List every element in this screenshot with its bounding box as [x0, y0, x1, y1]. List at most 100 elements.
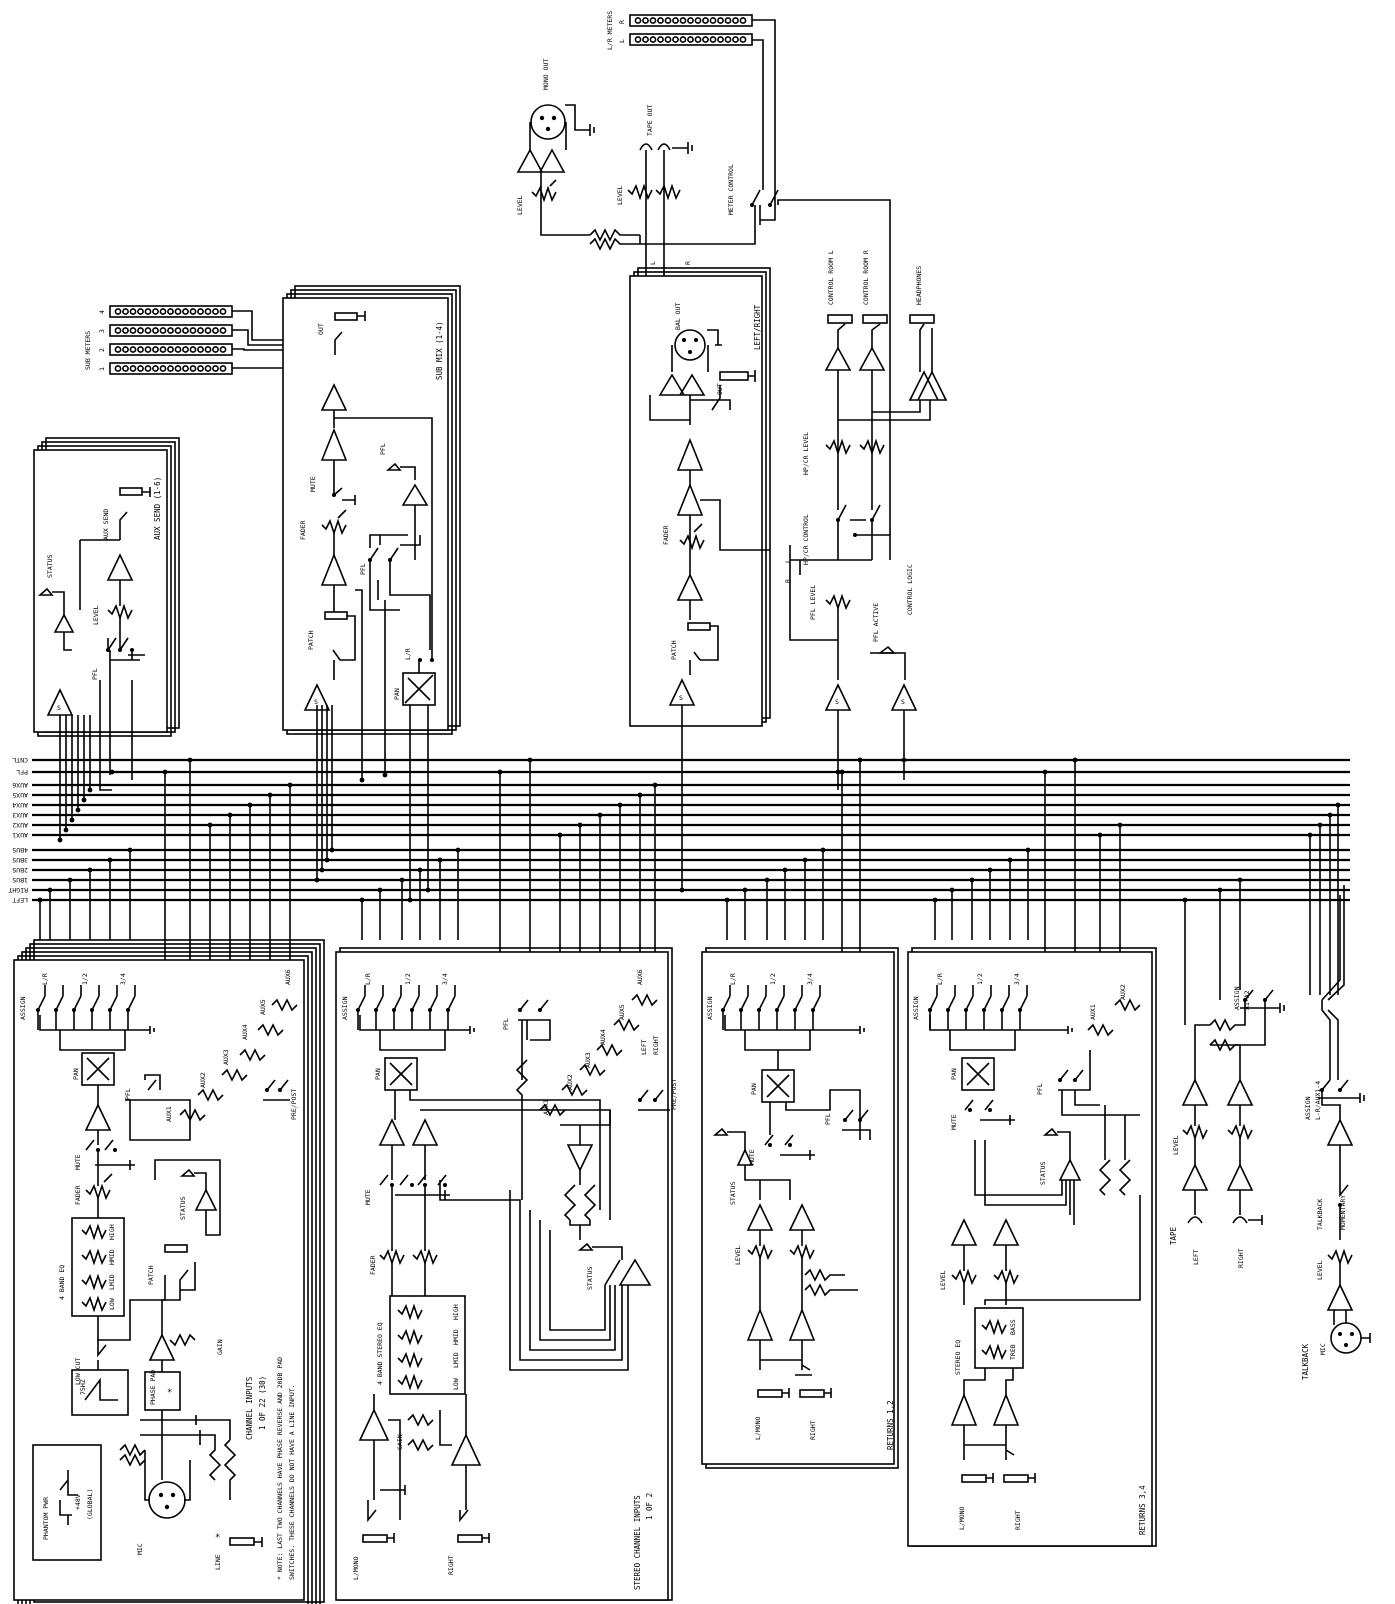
- sub-summing-s: S: [314, 698, 318, 706]
- ch-status-label: STATUS: [179, 1196, 187, 1220]
- assign-switch-blade: [1019, 995, 1028, 1011]
- bus-junction-dot: [1217, 887, 1223, 893]
- sub-patch-label: PATCH: [307, 630, 315, 650]
- ch-mute-label: MUTE: [74, 1154, 82, 1170]
- r12-right-jack-icon: [799, 1389, 825, 1398]
- st-assign-label: ASSIGN: [341, 996, 349, 1020]
- r12-title: RETURNS 1,2: [886, 1400, 895, 1450]
- st-b34-label: 3/4: [441, 973, 449, 985]
- meter-led: [152, 308, 159, 315]
- st-eq-pots-icon: [397, 1303, 423, 1391]
- meter-led: [174, 308, 182, 315]
- r12-lmono-jack-icon: [757, 1389, 783, 1398]
- meter-led: [159, 346, 167, 353]
- st-right-s-label: RIGHT: [652, 1035, 660, 1055]
- meter-led: [189, 365, 197, 372]
- tb-mic-label: MIC: [1319, 1343, 1327, 1355]
- meter-led: [129, 346, 137, 353]
- assign-switch-blade: [776, 995, 785, 1011]
- tb-lr-aux-label: L-R/AUX1-4: [1314, 1081, 1322, 1120]
- bus-junction-dot: [1317, 822, 1323, 828]
- bus-junction-dot: [417, 867, 423, 873]
- ch-assign-switches: [36, 985, 136, 1030]
- ch-aux5-label: AUX5: [259, 999, 267, 1015]
- assign-switch-blade: [357, 995, 366, 1011]
- sub-meters-label: SUB METERS: [84, 331, 92, 370]
- bus-label-1bus: 1BUS: [12, 876, 28, 884]
- top-r-label: R: [684, 261, 692, 265]
- tb-momentary-label: MOMENTARY: [1339, 1195, 1347, 1230]
- r34-b12-label: 1/2: [976, 973, 984, 985]
- sub-mute-label: MUTE: [309, 476, 317, 492]
- ch-low-cut-icon: [84, 1377, 118, 1401]
- tb-switch-label: TALKBACK: [1316, 1199, 1324, 1230]
- meter-led: [679, 36, 687, 43]
- r12-pfl-label: PFL: [824, 1113, 832, 1125]
- mono-out-label: MONO OUT: [542, 59, 550, 90]
- assign-switch-blade: [37, 995, 46, 1011]
- meter-led: [687, 36, 694, 43]
- meter-led: [724, 17, 732, 24]
- st-lmono-label: L/MONO: [352, 1556, 360, 1580]
- tape-assign-label: ASSIGN: [1233, 986, 1241, 1010]
- r34-eq-pots-icon: [981, 1318, 1007, 1361]
- ch-note-2: SWITCHES. THESE CHANNELS DO NOT HAVE A L…: [288, 1384, 296, 1580]
- st-aux4-label: AUX4: [599, 1029, 607, 1045]
- meter-led: [122, 365, 129, 372]
- bus-junction-dot: [87, 867, 93, 873]
- ch-status-led-icon: [179, 1168, 196, 1177]
- r12-b12-label: 1/2: [769, 973, 777, 985]
- sub-patch-jack-icon: [324, 611, 348, 620]
- meter-led: [197, 346, 204, 353]
- aux-send-pfl-label: PFL: [91, 668, 99, 680]
- assign-switch-blade: [393, 995, 402, 1011]
- assign-switch-blade: [127, 995, 136, 1011]
- assign-switch-blade: [109, 995, 118, 1011]
- bus-junction-dot: [857, 757, 863, 763]
- meter-led: [197, 365, 204, 372]
- left-right-title: LEFT/RIGHT: [753, 304, 762, 350]
- lr-summing-s: S: [679, 694, 683, 702]
- st-mute-label: MUTE: [364, 1189, 372, 1205]
- top-l-label: L: [649, 261, 657, 265]
- meter-led: [129, 365, 137, 372]
- st-title-1: STEREO CHANNEL INPUTS: [633, 1495, 642, 1590]
- ch-global-label: (GLOBAL): [86, 1489, 94, 1520]
- st-pre-post-label: PRE/POST: [670, 1079, 678, 1110]
- control-logic-s: S: [901, 698, 905, 706]
- tb-mic-xlr-icon: [1330, 1322, 1362, 1354]
- meter-led: [144, 308, 152, 315]
- lr-meters-label: L/R METERS: [606, 11, 614, 50]
- meter-led: [144, 327, 152, 334]
- aux-summing-s: S: [57, 704, 61, 712]
- meter-led: [122, 308, 129, 315]
- bus-label-left: LEFT: [12, 896, 28, 904]
- bus-junction-dot: [1335, 802, 1341, 808]
- r34-eq-title: STEREO EQ: [954, 1340, 962, 1375]
- st-eq-box: [389, 1295, 466, 1395]
- r12-b34-label: 3/4: [806, 973, 814, 985]
- bus-junction-dot: [637, 792, 643, 798]
- meter-led: [679, 17, 687, 24]
- tape-return-section: ASSIGN A1-A2 LEVEL TAPE LEFT RIGHT: [1169, 986, 1285, 1268]
- sub-pan-label: PAN: [393, 688, 401, 700]
- tb-assign-label: ASSIGN: [1304, 1096, 1312, 1120]
- headphones-jack-icon: [909, 314, 935, 324]
- bus-junction-dot: [162, 769, 168, 775]
- assign-switch-blade: [375, 995, 384, 1011]
- meter-led: [212, 365, 219, 372]
- cr-r-label: R: [784, 579, 792, 583]
- ch-line-label: LINE: [214, 1554, 222, 1570]
- ch-48v-label: +48V: [74, 1494, 82, 1510]
- meter-led: [642, 17, 649, 24]
- bus-junction-dot: [652, 782, 658, 788]
- st-eq-low: LOW: [452, 1378, 460, 1390]
- meter-led: [204, 365, 212, 372]
- r12-lmono-label: L/MONO: [754, 1416, 762, 1440]
- ch-pfl-label: PFL: [124, 1088, 132, 1100]
- sub-meter-1-num: 1: [98, 367, 106, 371]
- r12-assign-label: ASSIGN: [706, 996, 714, 1020]
- control-logic-label: CONTROL LOGIC: [906, 564, 914, 615]
- bus-junction-dot: [127, 847, 133, 853]
- r34-pfl-label: PFL: [1036, 1083, 1044, 1095]
